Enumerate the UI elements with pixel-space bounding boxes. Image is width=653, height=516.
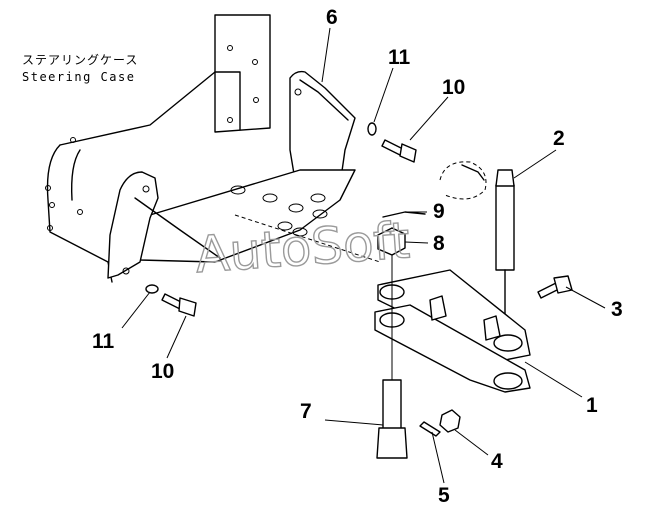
callout-1: 1 <box>586 394 598 417</box>
alignment-line <box>234 214 381 263</box>
link-eye-upper <box>493 334 523 352</box>
callout-5: 5 <box>438 484 450 507</box>
bolt-3-head <box>553 275 573 294</box>
bolt-7 <box>376 379 408 459</box>
link-lower-plate <box>374 304 531 393</box>
clip-hook <box>461 164 485 181</box>
callout-11-upper: 11 <box>388 46 411 69</box>
case-window <box>214 71 241 131</box>
lower-washer-bolt <box>145 284 197 317</box>
callout-3: 3 <box>611 298 623 321</box>
leader-8 <box>404 241 429 244</box>
case-hole <box>252 59 258 65</box>
case-hole <box>227 45 233 51</box>
upper-washer-bolt <box>367 122 417 163</box>
bracket-hole <box>122 267 130 275</box>
case-hole <box>70 137 76 143</box>
bracket-assembly <box>107 70 381 279</box>
callout-2: 2 <box>553 127 565 150</box>
bracket-left-flange <box>134 197 221 259</box>
plate-clip <box>483 315 501 341</box>
steering-case <box>45 14 271 283</box>
bolt-7-shank <box>382 379 402 431</box>
link-assembly-1 <box>374 269 531 393</box>
base-hole <box>288 203 304 213</box>
callout-9: 9 <box>433 200 445 223</box>
base-hole <box>230 185 246 195</box>
nut-hex <box>377 227 406 256</box>
callout-11-lower: 11 <box>92 330 115 353</box>
case-hole <box>47 225 53 231</box>
case-hole <box>77 209 83 215</box>
callout-10-upper: 10 <box>442 76 465 99</box>
link-eye-lower <box>493 372 523 390</box>
plate-clip <box>429 295 447 321</box>
wire-clip <box>439 161 487 200</box>
cylinder-2 <box>439 161 515 341</box>
leader-10-upper <box>409 96 449 141</box>
case-hole <box>49 202 55 208</box>
bracket-left-plate <box>107 171 159 279</box>
case-inner-edge <box>70 149 81 201</box>
nut-4-hex <box>439 409 461 433</box>
bolt-10-upper-head <box>399 143 417 163</box>
nut-4 <box>439 409 461 433</box>
callout-4: 4 <box>491 450 503 473</box>
leader-6 <box>321 27 331 83</box>
case-hole <box>253 97 259 103</box>
cylinder-body <box>495 184 515 271</box>
nut-8 <box>377 227 406 380</box>
base-hole <box>312 209 328 219</box>
washer-11-lower <box>145 284 159 294</box>
bolt-10-lower-head <box>178 297 197 317</box>
leader-2 <box>513 149 557 179</box>
callout-10-lower: 10 <box>151 360 174 383</box>
leader-11-lower <box>121 291 151 329</box>
leader-5 <box>431 431 445 484</box>
base-hole <box>262 193 278 203</box>
washer-11-upper <box>367 122 377 136</box>
leader-11-upper <box>373 67 394 123</box>
leader-3 <box>565 286 606 309</box>
cotter-pin <box>419 421 441 437</box>
leader-4 <box>454 429 489 456</box>
case-hole <box>227 117 233 123</box>
caption-japanese: ステアリングケース <box>22 53 138 67</box>
leader-7 <box>324 419 384 426</box>
leader-lines <box>121 27 606 484</box>
callout-8: 8 <box>433 232 445 255</box>
case-hole <box>45 185 51 191</box>
caption-english: Steering Case <box>22 70 135 84</box>
cylinder-cap <box>495 169 515 187</box>
case-left-edge <box>46 144 113 283</box>
bracket-hole <box>142 185 150 193</box>
case-top-edge <box>59 71 216 146</box>
callout-7: 7 <box>300 400 312 423</box>
bracket-hole <box>294 88 302 96</box>
pin-5 <box>419 421 441 437</box>
base-hole <box>310 193 326 203</box>
bolt-7-head <box>376 427 408 459</box>
leader-1 <box>524 361 583 398</box>
leader-10-lower <box>166 315 187 359</box>
bracket-right-flange <box>299 79 349 121</box>
base-hole <box>292 227 308 237</box>
case-back-plate <box>214 14 271 133</box>
base-hole <box>277 221 293 231</box>
callout-6: 6 <box>326 6 338 29</box>
